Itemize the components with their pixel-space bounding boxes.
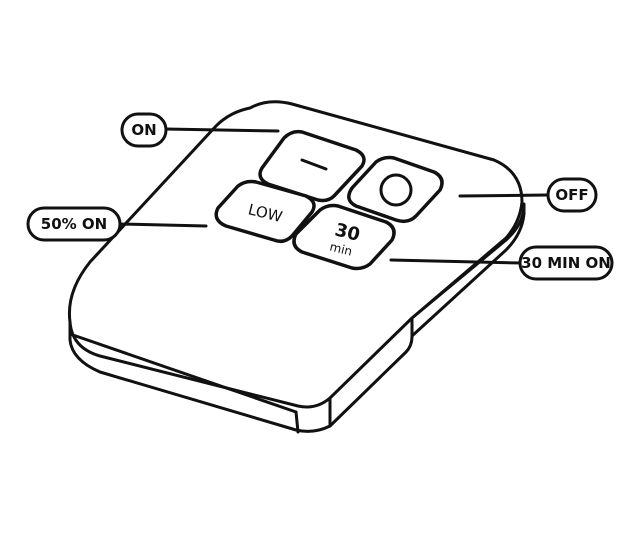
callout-label-off: OFF (555, 186, 588, 204)
callout-line-fifty (117, 222, 208, 228)
callout-pill-on (120, 112, 168, 148)
timer-button-unit: min (328, 240, 353, 259)
callout-label-thirty: 30 MIN ON (521, 254, 611, 272)
on-button[interactable] (258, 129, 366, 203)
callout-label-fifty: 50% ON (41, 215, 107, 233)
callout-pill-off (546, 177, 598, 213)
callout-line-off (458, 193, 550, 198)
remote-edge-seam-left (68, 332, 298, 414)
remote-edge-seam-bottom (294, 410, 300, 434)
callout-pill-fifty (26, 206, 122, 242)
timer-button[interactable] (292, 203, 396, 271)
circle-icon (379, 173, 413, 207)
minus-icon (300, 158, 328, 171)
off-button[interactable] (347, 155, 444, 224)
callout-line-thirty (389, 258, 523, 265)
callout-label-on: ON (131, 121, 156, 139)
callout-pill-thirty (518, 245, 614, 281)
low-button[interactable] (214, 179, 316, 244)
remote-body-side-right (410, 202, 526, 338)
callout-line-on (163, 127, 280, 133)
